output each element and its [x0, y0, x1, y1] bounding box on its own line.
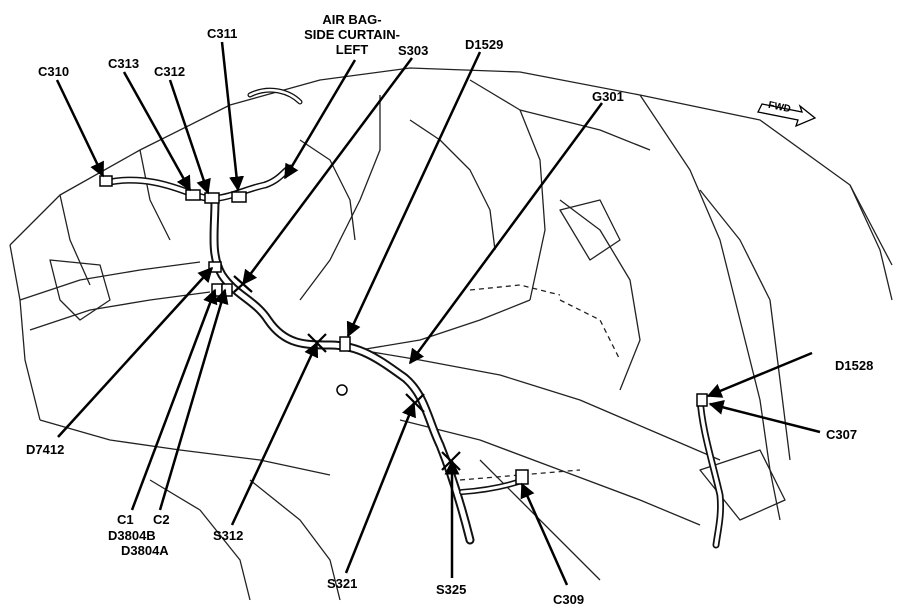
- label-c1: C1: [117, 512, 134, 527]
- leader-s312: [230, 341, 319, 526]
- connector-c312: [204, 192, 220, 204]
- connector-d1529: [339, 336, 351, 352]
- label-airbag-line1: AIR BAG-: [322, 12, 382, 27]
- label-airbag-line3: LEFT: [335, 42, 369, 57]
- leader-c312: [168, 79, 211, 195]
- label-d3804a: D3804A: [121, 543, 169, 558]
- splice-markers: [233, 275, 461, 471]
- connector-blocks: [99, 175, 708, 485]
- label-airbag-side-curtain-left: AIR BAG- SIDE CURTAIN- LEFT: [296, 12, 408, 57]
- leader-s321: [344, 401, 416, 574]
- connector-c309: [515, 469, 529, 485]
- leader-c1: [130, 288, 218, 511]
- label-s303: S303: [398, 43, 429, 58]
- leader-c311: [220, 41, 245, 192]
- label-s312: S312: [213, 528, 244, 543]
- label-d1529: D1529: [465, 37, 504, 52]
- label-c2: C2: [153, 512, 170, 527]
- label-d7412: D7412: [26, 442, 65, 457]
- leader-s303: [241, 57, 414, 286]
- leader-airbag: [283, 59, 357, 180]
- fwd-arrow: [757, 103, 817, 128]
- label-d1528: D1528: [835, 358, 874, 373]
- leader-d1529: [346, 51, 482, 338]
- label-c307: C307: [826, 427, 858, 442]
- label-c312: C312: [154, 64, 186, 79]
- leader-c313: [122, 71, 192, 192]
- leader-c309: [520, 482, 569, 586]
- label-c310: C310: [38, 64, 70, 79]
- label-s321: S321: [327, 576, 358, 591]
- leader-d1528: [706, 351, 813, 398]
- label-c313: C313: [108, 56, 140, 71]
- connector-c311: [231, 191, 247, 203]
- label-d3804b: D3804B: [108, 528, 156, 543]
- leader-d7412: [57, 266, 214, 438]
- leader-lines: [55, 41, 821, 586]
- leader-c307: [708, 400, 821, 434]
- connector-c310: [99, 175, 113, 187]
- leader-g301: [408, 102, 604, 365]
- leader-c2: [158, 288, 229, 511]
- label-g301: G301: [592, 89, 624, 104]
- connector-c307: [696, 393, 708, 407]
- wiring-harness: [101, 87, 724, 549]
- connector-c313: [185, 189, 201, 201]
- vehicle-body-outline: [9, 67, 893, 601]
- label-s325: S325: [436, 582, 467, 597]
- label-airbag-line2: SIDE CURTAIN-: [304, 27, 400, 42]
- label-c311: C311: [207, 26, 238, 41]
- leader-c310: [55, 79, 105, 178]
- label-c309: C309: [553, 592, 585, 607]
- ground-bolt: [336, 384, 348, 396]
